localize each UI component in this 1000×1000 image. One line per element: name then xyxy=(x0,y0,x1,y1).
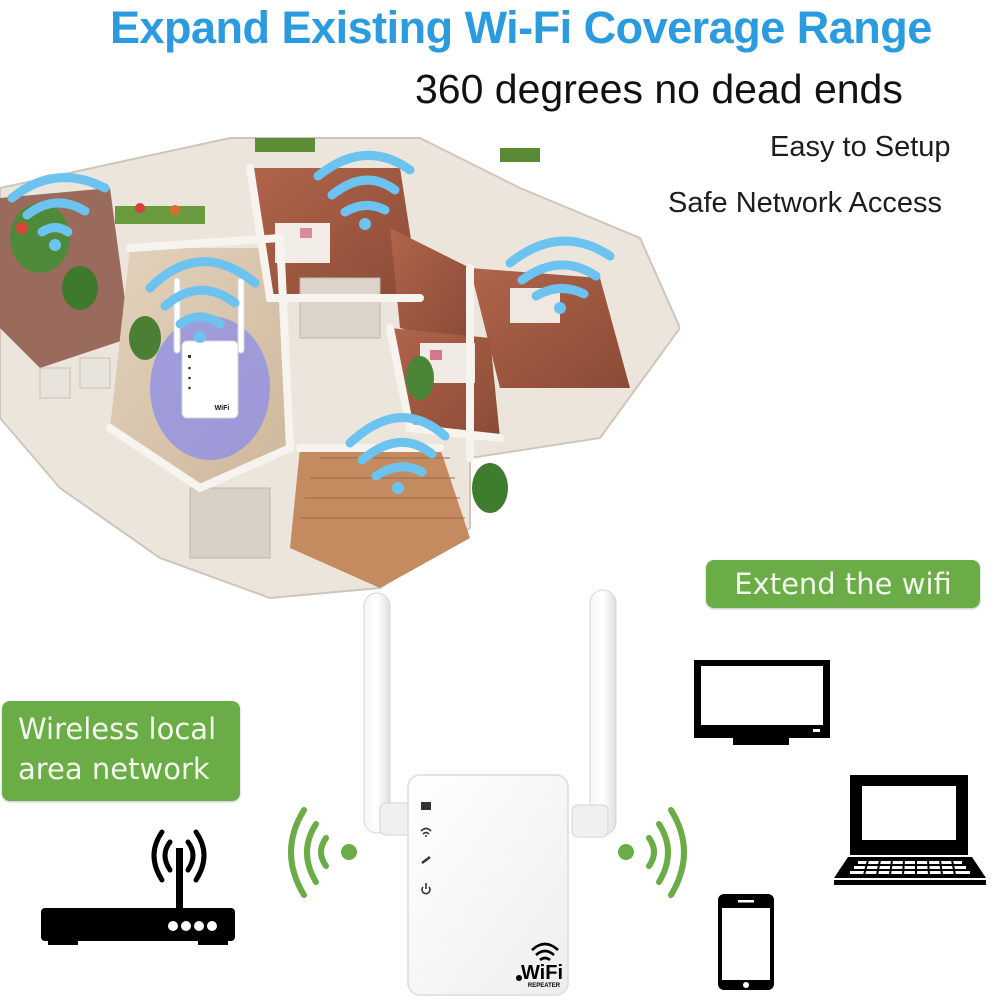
headline-subtitle: 360 degrees no dead ends xyxy=(415,66,903,112)
wlan-badge-line2: area network xyxy=(18,752,210,786)
tv-monitor-icon xyxy=(694,660,830,745)
wifi-indicator-icon xyxy=(420,827,432,835)
svg-text:REPEATER: REPEATER xyxy=(528,983,561,989)
feature-safe-access: Safe Network Access xyxy=(668,187,942,219)
svg-text:WiFi: WiFi xyxy=(521,962,563,984)
wlan-badge-line1: Wireless local xyxy=(18,712,217,746)
wps-indicator-icon xyxy=(421,856,431,864)
power-indicator-icon xyxy=(421,883,431,895)
lan-indicator-icon xyxy=(421,802,431,810)
laptop-icon xyxy=(834,775,986,885)
wifi-repeater-device: WiFi REPEATER xyxy=(363,589,617,996)
wifi-signal-icons xyxy=(7,150,615,481)
extend-wifi-badge: Extend the wifi xyxy=(706,560,980,608)
signal-waves-left-icon xyxy=(288,807,357,898)
svg-text:WiFi: WiFi xyxy=(215,405,230,412)
wlan-badge: Wireless local area network xyxy=(2,701,240,801)
smartphone-icon xyxy=(718,894,774,990)
wifi-repeater-logo: WiFi REPEATER xyxy=(516,942,563,989)
device-indicators xyxy=(420,802,432,895)
apartment-floorplan-illustration: WiFi xyxy=(0,137,680,600)
feature-easy-setup: Easy to Setup xyxy=(770,131,951,163)
headline-title: Expand Existing Wi-Fi Coverage Range xyxy=(110,2,932,53)
signal-waves-right-icon xyxy=(618,807,687,898)
router-icon xyxy=(41,829,235,945)
